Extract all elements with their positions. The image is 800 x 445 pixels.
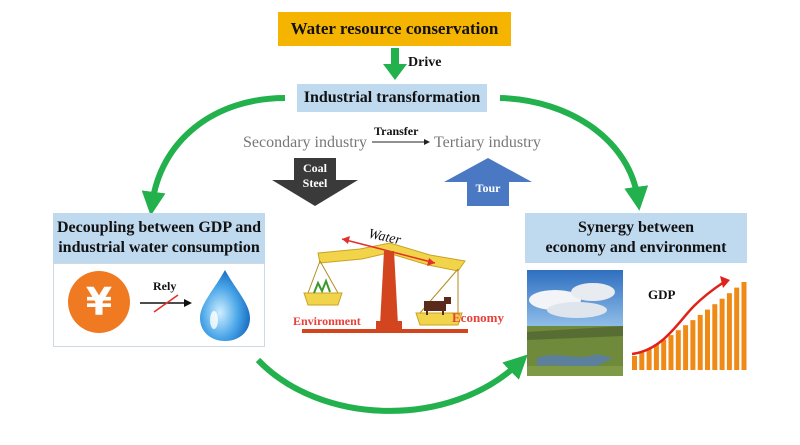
gdp-bar xyxy=(734,287,740,370)
gdp-bar xyxy=(719,298,725,370)
scale-illustration xyxy=(302,236,468,333)
gdp-bar xyxy=(646,348,652,370)
secondary-industry-label: Secondary industry xyxy=(243,134,367,151)
tour-label: Tour xyxy=(475,181,501,195)
steel-label: Steel xyxy=(302,176,328,190)
gdp-bar xyxy=(639,352,645,370)
drive-label: Drive xyxy=(408,55,442,70)
decoupling-box: Decoupling between GDP and industrial wa… xyxy=(53,213,265,263)
environment-label: Environment xyxy=(293,314,361,328)
economy-label: Economy xyxy=(452,310,504,325)
industrial-transformation-title: Industrial transformation xyxy=(303,89,481,106)
gdp-bar xyxy=(690,320,696,370)
rely-label: Rely xyxy=(153,279,177,293)
coal-steel-down-arrow xyxy=(272,158,358,206)
gdp-bar xyxy=(726,293,732,370)
synergy-line2: economy and environment xyxy=(545,239,727,256)
synergy-box: Synergy between economy and environment xyxy=(525,213,747,263)
industrial-transformation-box: Industrial transformation xyxy=(297,84,487,112)
right-cycle-arrow xyxy=(499,95,649,211)
water-drop-icon xyxy=(200,270,250,341)
water-conservation-box: Water resource conservation xyxy=(278,12,511,46)
gdp-bar xyxy=(683,325,689,370)
gdp-bar xyxy=(741,282,747,370)
synergy-line1: Synergy between xyxy=(578,219,694,236)
gdp-bar xyxy=(705,309,710,370)
transfer-label: Transfer xyxy=(374,124,419,138)
decoupling-line2: industrial water consumption xyxy=(58,239,260,256)
gdp-bar xyxy=(675,330,681,370)
left-cycle-arrow xyxy=(141,95,286,216)
gdp-label: GDP xyxy=(648,287,676,302)
bottom-cycle-arrow xyxy=(255,354,528,414)
gdp-bar xyxy=(668,335,674,370)
decoupling-line1: Decoupling between GDP and xyxy=(56,219,261,236)
rely-crossed-arrow xyxy=(140,294,192,313)
gdp-bar xyxy=(653,344,659,370)
gdp-bar xyxy=(712,304,718,370)
coal-steel-label: Coal Steel xyxy=(294,161,336,191)
drive-arrow xyxy=(383,48,407,80)
water-conservation-title: Water resource conservation xyxy=(290,19,499,38)
landscape-photo xyxy=(527,270,623,376)
yen-symbol: ¥ xyxy=(85,280,113,324)
gdp-bar xyxy=(632,356,637,370)
gdp-bar-chart xyxy=(631,276,747,370)
tour-up-arrow xyxy=(444,158,532,206)
tertiary-industry-label: Tertiary industry xyxy=(434,134,541,151)
gdp-bar xyxy=(661,339,667,370)
coal-label: Coal xyxy=(303,161,327,175)
yen-icon: ¥ xyxy=(68,271,130,333)
gdp-bar xyxy=(697,314,703,370)
